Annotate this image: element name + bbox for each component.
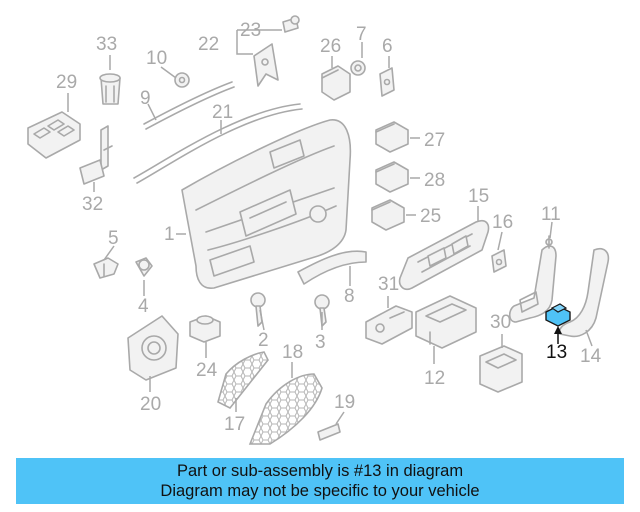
- part-20: [127, 315, 179, 381]
- callout-22: 22: [198, 34, 219, 55]
- callout-21: 21: [212, 102, 233, 123]
- part-32: [79, 125, 113, 185]
- banner-line-1: Part or sub-assembly is #13 in diagram: [176, 462, 464, 480]
- part-19: [317, 423, 341, 441]
- callout-18: 18: [282, 342, 303, 363]
- part-25: [371, 199, 405, 231]
- part-9: [133, 103, 303, 184]
- callout-5: 5: [108, 228, 119, 249]
- callout-32: 32: [82, 194, 103, 215]
- part-26: [321, 65, 351, 101]
- part-1: [181, 119, 352, 289]
- part-21: [143, 81, 235, 130]
- callout-16: 16: [492, 212, 513, 233]
- part-6: [379, 67, 395, 97]
- part-23: [282, 15, 300, 33]
- part-27: [375, 121, 409, 153]
- part-30: [479, 345, 523, 393]
- part-28: [375, 161, 409, 193]
- callout-31: 31: [378, 274, 399, 295]
- callout-33: 33: [96, 34, 117, 55]
- part-16: [491, 249, 507, 273]
- callout-17: 17: [224, 414, 245, 435]
- part-24: [189, 315, 221, 343]
- callout-11: 11: [541, 204, 561, 225]
- part-29: [27, 111, 81, 159]
- callout-28: 28: [424, 170, 445, 191]
- callout-3: 3: [315, 332, 326, 353]
- callout-6: 6: [382, 36, 393, 57]
- callout-24: 24: [196, 360, 218, 381]
- part-12: [415, 295, 477, 349]
- part-31: [365, 305, 413, 345]
- part-4: [135, 257, 153, 277]
- part-13-highlighted: [545, 303, 571, 327]
- part-8: [297, 250, 367, 285]
- part-7: [350, 60, 366, 76]
- callout-14: 14: [580, 346, 602, 367]
- callout-29: 29: [56, 72, 77, 93]
- callout-1: 1: [164, 224, 175, 245]
- callout-27: 27: [424, 130, 445, 151]
- info-banner: Part or sub-assembly is #13 in diagram D…: [16, 458, 624, 504]
- callout-25: 25: [420, 206, 441, 227]
- part-18: [248, 373, 323, 445]
- callout-15: 15: [468, 186, 489, 207]
- part-15: [398, 219, 490, 291]
- callout-4: 4: [138, 296, 149, 317]
- callout-19: 19: [334, 392, 355, 413]
- callout-2: 2: [258, 330, 269, 351]
- part-5: [93, 257, 119, 279]
- part-33: [99, 73, 121, 105]
- banner-line-2: Diagram may not be specific to your vehi…: [160, 482, 480, 500]
- callout-10: 10: [146, 48, 167, 69]
- callout-9: 9: [140, 88, 151, 109]
- callout-13-highlighted: 13: [546, 342, 567, 363]
- part-22: [253, 43, 279, 87]
- callout-30: 30: [490, 312, 511, 333]
- leader-lines: [67, 29, 593, 425]
- callout-20: 20: [140, 394, 161, 415]
- part-11: [508, 235, 557, 323]
- part-17: [217, 351, 269, 410]
- callout-labels: 1 2 3 4 5 6 7 8 9 10 11 12 13 14 15 16 1…: [56, 20, 602, 435]
- part-14: [558, 247, 610, 338]
- callout-26: 26: [320, 36, 341, 57]
- callout-23: 23: [240, 20, 261, 41]
- callout-8: 8: [344, 286, 355, 307]
- callout-7: 7: [356, 24, 367, 45]
- callout-12: 12: [424, 368, 445, 389]
- part-10: [174, 72, 190, 88]
